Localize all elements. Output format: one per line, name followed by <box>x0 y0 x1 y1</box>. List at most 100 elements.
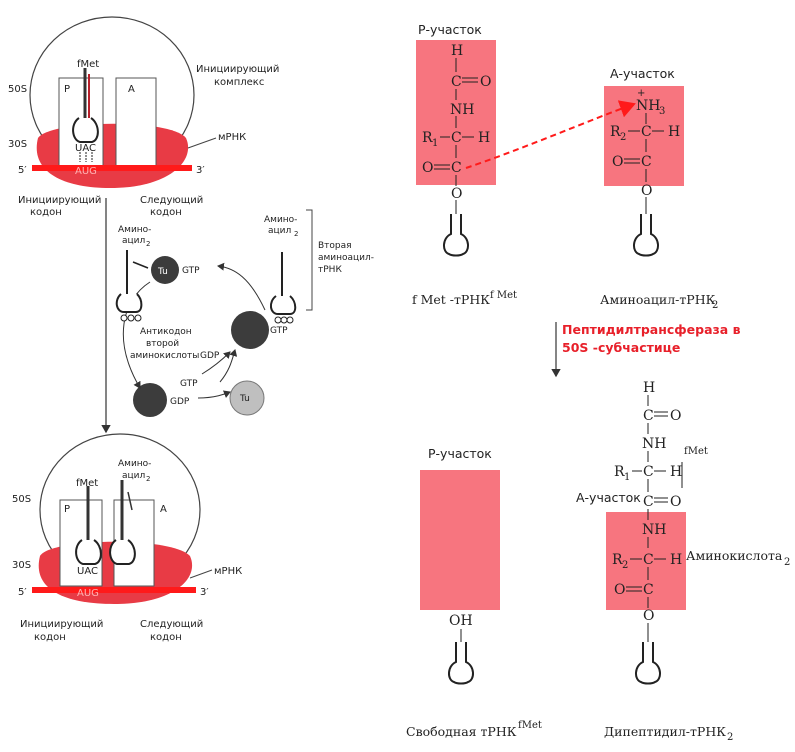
gdp-label-2: GDP <box>200 351 220 361</box>
fmet-label: fMet <box>77 59 99 70</box>
chem-h-alpha1-b: H <box>670 464 682 480</box>
chem-c-alpha2: C <box>641 124 652 140</box>
chem-h-formyl: H <box>451 43 463 59</box>
anticodon-second-2: второй <box>146 339 179 349</box>
anticodon-second-3: аминокислоты <box>130 351 199 361</box>
label-50s: 50S <box>8 84 27 95</box>
second-aa-trna-1: Вторая <box>318 241 352 251</box>
init-complex-line2: комплекс <box>214 77 264 88</box>
aminoacyl-bottom-2: ацил <box>122 471 145 481</box>
gtp-label-3: GTP <box>180 379 198 389</box>
site-a-box <box>115 77 157 171</box>
a-site-label-top: А-участок <box>610 66 675 81</box>
label-5prime-bottom: 5′ <box>18 587 27 598</box>
next-codon-line2: кодон <box>150 207 182 218</box>
free-trna-caption: Свободная тРНК <box>406 724 517 739</box>
chem-o-peptide: O <box>670 494 681 510</box>
chem-o-ester1: O <box>451 186 462 202</box>
label-3prime: 3′ <box>196 165 205 176</box>
next-codon-bottom-1: Следующий <box>140 619 203 630</box>
chem-r2-sub: 2 <box>620 132 626 143</box>
chem-nh: NH <box>450 102 474 118</box>
site-a-label: A <box>128 84 135 95</box>
init-codon-bottom-1: Инициирующий <box>20 619 103 630</box>
a-site-box-bottom <box>606 512 686 610</box>
chem-nh-b: NH <box>642 436 666 452</box>
codon-label-bottom: AUG <box>77 588 99 599</box>
label-30s-bottom: 30S <box>12 560 31 571</box>
init-codon-line2: кодон <box>30 207 62 218</box>
codon-label: AUG <box>75 166 97 177</box>
chem-h-alpha2-b: H <box>670 552 682 568</box>
aa-trna-sub: 2 <box>712 300 718 311</box>
amino-acid-label: Аминокислота <box>686 548 783 563</box>
chem-c-carbonyl2: C <box>641 154 652 170</box>
peptidyl-transfer-before: Р-участок А-участок H C O NH R 1 C H O C… <box>412 22 718 311</box>
gdp-label-1: GDP <box>170 397 190 407</box>
tu-cycle: Tu GTP GTP GDP Tu GTP GDP Амино- ацил 2 … <box>115 209 374 417</box>
fmet-label-bottom: fMet <box>76 478 98 489</box>
chem-h-formyl-b: H <box>643 380 655 396</box>
p-site-label-top: Р-участок <box>418 22 482 37</box>
chem-r1-sub: 1 <box>432 138 438 149</box>
chem-c-carbonyl1: C <box>451 160 462 176</box>
dipeptidyl-sub: 2 <box>727 732 733 743</box>
ribosome-top: fMet P A UAC AUG 50S 30S 5′ 3′ Инициирую… <box>8 16 279 218</box>
p-site-box-bottom <box>420 470 500 610</box>
chem-o-formyl: O <box>480 74 491 90</box>
tu-label-2: Tu <box>239 394 250 404</box>
aminoacyl-left-2: ацил <box>122 236 145 246</box>
init-complex-line1: Инициирующий <box>196 64 279 75</box>
p-site-label-bottom: Р-участок <box>428 446 492 461</box>
fmet-tag: fMet <box>684 446 708 457</box>
chem-o-ester-b: O <box>643 608 654 624</box>
gtp-label-1: GTP <box>182 266 200 276</box>
chem-r2-sub-b: 2 <box>622 560 628 571</box>
chem-h-alpha1: H <box>478 130 490 146</box>
aminoacyl-left-sub: 2 <box>146 240 150 248</box>
chem-o-carbonyl-b: O <box>614 582 625 598</box>
site-p-label: P <box>64 84 70 95</box>
chem-r2: R <box>610 124 621 140</box>
chem-c-formyl-b: C <box>643 408 654 424</box>
trna-fmet-bottom <box>75 539 102 565</box>
aminoacyl-right-1: Амино- <box>264 215 297 225</box>
anticodon-label: UAC <box>75 143 96 154</box>
trna-aminoacyl-bottom <box>109 539 136 565</box>
label-50s-bottom: 50S <box>12 494 31 505</box>
tu-free <box>229 380 265 416</box>
chem-r1-sub-b: 1 <box>624 472 630 483</box>
chem-r2-b: R <box>612 552 623 568</box>
chem-nh3-sub: 3 <box>659 106 665 117</box>
chem-o-carbonyl2: O <box>612 154 623 170</box>
site-p-label-bottom: P <box>64 504 70 515</box>
chem-c-formyl: C <box>451 74 462 90</box>
trna-aminoacyl-right <box>270 295 297 315</box>
chem-o-carbonyl1: O <box>422 160 433 176</box>
anticodon-label-bottom: UAC <box>77 566 98 577</box>
amino-acid-sub: 2 <box>784 557 790 568</box>
oh-label: OH <box>449 613 473 629</box>
trna-aminoacyl-left <box>115 293 143 313</box>
chem-c-alpha2-b: C <box>643 552 654 568</box>
anticodon-second-1: Антикодон <box>140 327 192 337</box>
aminoacyl-right-2: ацил <box>268 226 291 236</box>
chem-o-formyl-b: O <box>670 408 681 424</box>
fmet-trna-caption: f Met -тРНК <box>412 292 490 307</box>
enzyme-label-2: 50S -субчастице <box>562 340 680 355</box>
label-5prime: 5′ <box>18 165 27 176</box>
second-aa-trna-3: тРНК <box>318 265 342 275</box>
mrna-label: мРНК <box>218 132 246 143</box>
a-site-box-top <box>604 86 684 186</box>
trna-fmet <box>72 117 99 143</box>
enzyme-label-1: Пептидилтрансфераза в <box>562 322 741 337</box>
tu-label-1: Tu <box>157 267 168 277</box>
aminoacyl-left-1: Амино- <box>118 225 151 235</box>
free-trna-sup: fMet <box>518 720 542 731</box>
next-codon-line1: Следующий <box>140 195 203 206</box>
chem-plus: + <box>637 88 645 99</box>
label-30s: 30S <box>8 139 27 150</box>
init-codon-bottom-2: кодон <box>34 632 66 643</box>
